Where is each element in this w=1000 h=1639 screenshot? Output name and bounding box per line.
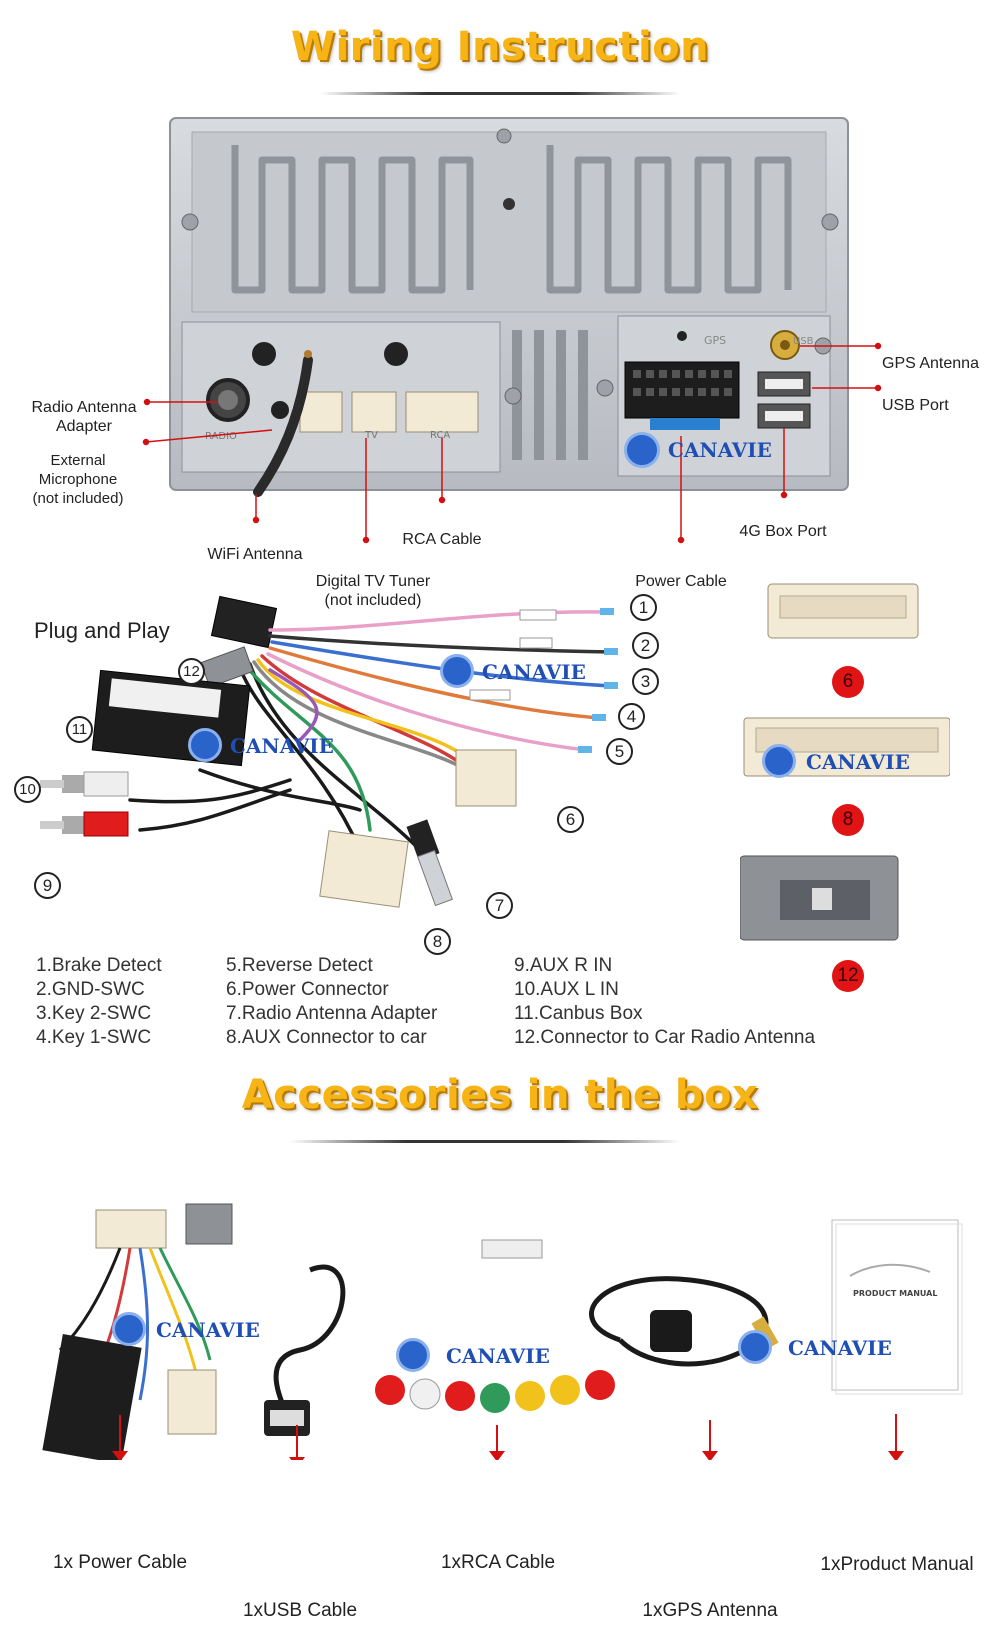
external-mic-label: External Microphone (not included) bbox=[32, 452, 124, 507]
legend-column-3: 9.AUX R IN 10.AUX L IN 11.Canbus Box 12.… bbox=[514, 954, 815, 1050]
callout-number: 5 bbox=[606, 738, 633, 765]
legend-column-1: 1.Brake Detect 2.GND-SWC 3.Key 2-SWC 4.K… bbox=[36, 954, 162, 1050]
callout-number: 2 bbox=[632, 632, 659, 659]
tv-port-label: TV bbox=[364, 430, 378, 441]
callout-number: 6 bbox=[557, 806, 584, 833]
radio-antenna-label: Radio Antenna Adapter bbox=[31, 399, 137, 435]
legend-item: 1.Brake Detect bbox=[36, 955, 162, 976]
accessory-power-cable: 1x Power Cable bbox=[52, 1552, 188, 1573]
legend-item: 8.AUX Connector to car bbox=[226, 1027, 427, 1048]
connector-badge: 6 bbox=[832, 666, 864, 698]
accessories-title: Accessories in the box bbox=[241, 1072, 759, 1118]
gps-port-label: GPS bbox=[704, 334, 726, 347]
logo-icon bbox=[738, 1330, 772, 1364]
callout-number: 4 bbox=[618, 703, 645, 730]
legend-item: 6.Power Connector bbox=[226, 979, 389, 1000]
radio-port-label: RADIO bbox=[205, 431, 237, 442]
plug-and-play-title: Plug and Play bbox=[34, 618, 170, 643]
logo-icon bbox=[440, 654, 474, 688]
usb-port-label: USB bbox=[793, 336, 814, 347]
4g-box-port-label: 4G Box Port bbox=[739, 523, 827, 540]
brand-text: CANAVIE bbox=[230, 734, 334, 758]
logo-icon bbox=[762, 744, 796, 778]
harness-diagram bbox=[40, 595, 618, 908]
brand-text: CANAVIE bbox=[482, 660, 586, 684]
callout-number: 9 bbox=[34, 872, 61, 899]
accessory-usb-cable: 1xUSB Cable bbox=[242, 1600, 358, 1621]
callout-number: 10 bbox=[14, 776, 41, 803]
brand-text: CANAVIE bbox=[668, 438, 772, 462]
legend-item: 11.Canbus Box bbox=[514, 1003, 643, 1024]
accessories-divider bbox=[290, 1140, 680, 1143]
rca-cable-label: RCA Cable bbox=[402, 531, 482, 548]
logo-icon bbox=[624, 432, 660, 468]
legend-column-2: 5.Reverse Detect 6.Power Connector 7.Rad… bbox=[226, 954, 437, 1050]
callout-number: 3 bbox=[632, 668, 659, 695]
legend-item: 7.Radio Antenna Adapter bbox=[226, 1003, 438, 1024]
callout-number: 7 bbox=[486, 892, 513, 919]
connector-badge: 12 bbox=[832, 960, 864, 992]
callout-number: 8 bbox=[424, 928, 451, 955]
brand-text: CANAVIE bbox=[446, 1344, 550, 1368]
legend-item: 5.Reverse Detect bbox=[226, 955, 373, 976]
logo-icon bbox=[112, 1312, 146, 1346]
accessory-rca-cable: 1xRCA Cable bbox=[440, 1552, 556, 1573]
callout-number: 12 bbox=[178, 658, 205, 685]
accessories-photos: PRODUCT MANUAL bbox=[42, 1203, 963, 1460]
legend-item: 2.GND-SWC bbox=[36, 979, 145, 1000]
accessory-product-manual: 1xProduct Manual bbox=[820, 1554, 974, 1575]
callout-number: 1 bbox=[630, 594, 657, 621]
legend-item: 4.Key 1-SWC bbox=[36, 1027, 152, 1048]
title-divider bbox=[320, 92, 680, 95]
brand-text: CANAVIE bbox=[156, 1318, 260, 1342]
digital-tv-label: Digital TV Tuner (not included) bbox=[315, 573, 431, 609]
logo-icon bbox=[396, 1338, 430, 1372]
legend-item: 9.AUX R IN bbox=[514, 955, 613, 976]
brand-text: CANAVIE bbox=[806, 750, 910, 774]
wifi-antenna-label: WiFi Antenna bbox=[207, 546, 303, 563]
power-cable-label: Power Cable bbox=[635, 573, 727, 590]
rear-panel-diagram: RADIO TV RCA GPS USB bbox=[142, 117, 882, 544]
manual-cover-title: PRODUCT MANUAL bbox=[853, 1289, 937, 1298]
brand-text: CANAVIE bbox=[788, 1336, 892, 1360]
legend-item: 10.AUX L IN bbox=[514, 979, 619, 1000]
page-title: Wiring Instruction bbox=[290, 24, 710, 70]
accessory-gps-antenna: 1xGPS Antenna bbox=[642, 1600, 778, 1621]
callout-number: 11 bbox=[66, 716, 93, 743]
connector-badge: 8 bbox=[832, 804, 864, 836]
legend-item: 12.Connector to Car Radio Antenna bbox=[514, 1027, 816, 1048]
usb-port-label: USB Port bbox=[882, 397, 949, 414]
rca-port-label: RCA bbox=[430, 430, 450, 441]
legend-item: 3.Key 2-SWC bbox=[36, 1003, 152, 1024]
logo-icon bbox=[188, 728, 222, 762]
gps-antenna-label: GPS Antenna bbox=[882, 355, 979, 372]
